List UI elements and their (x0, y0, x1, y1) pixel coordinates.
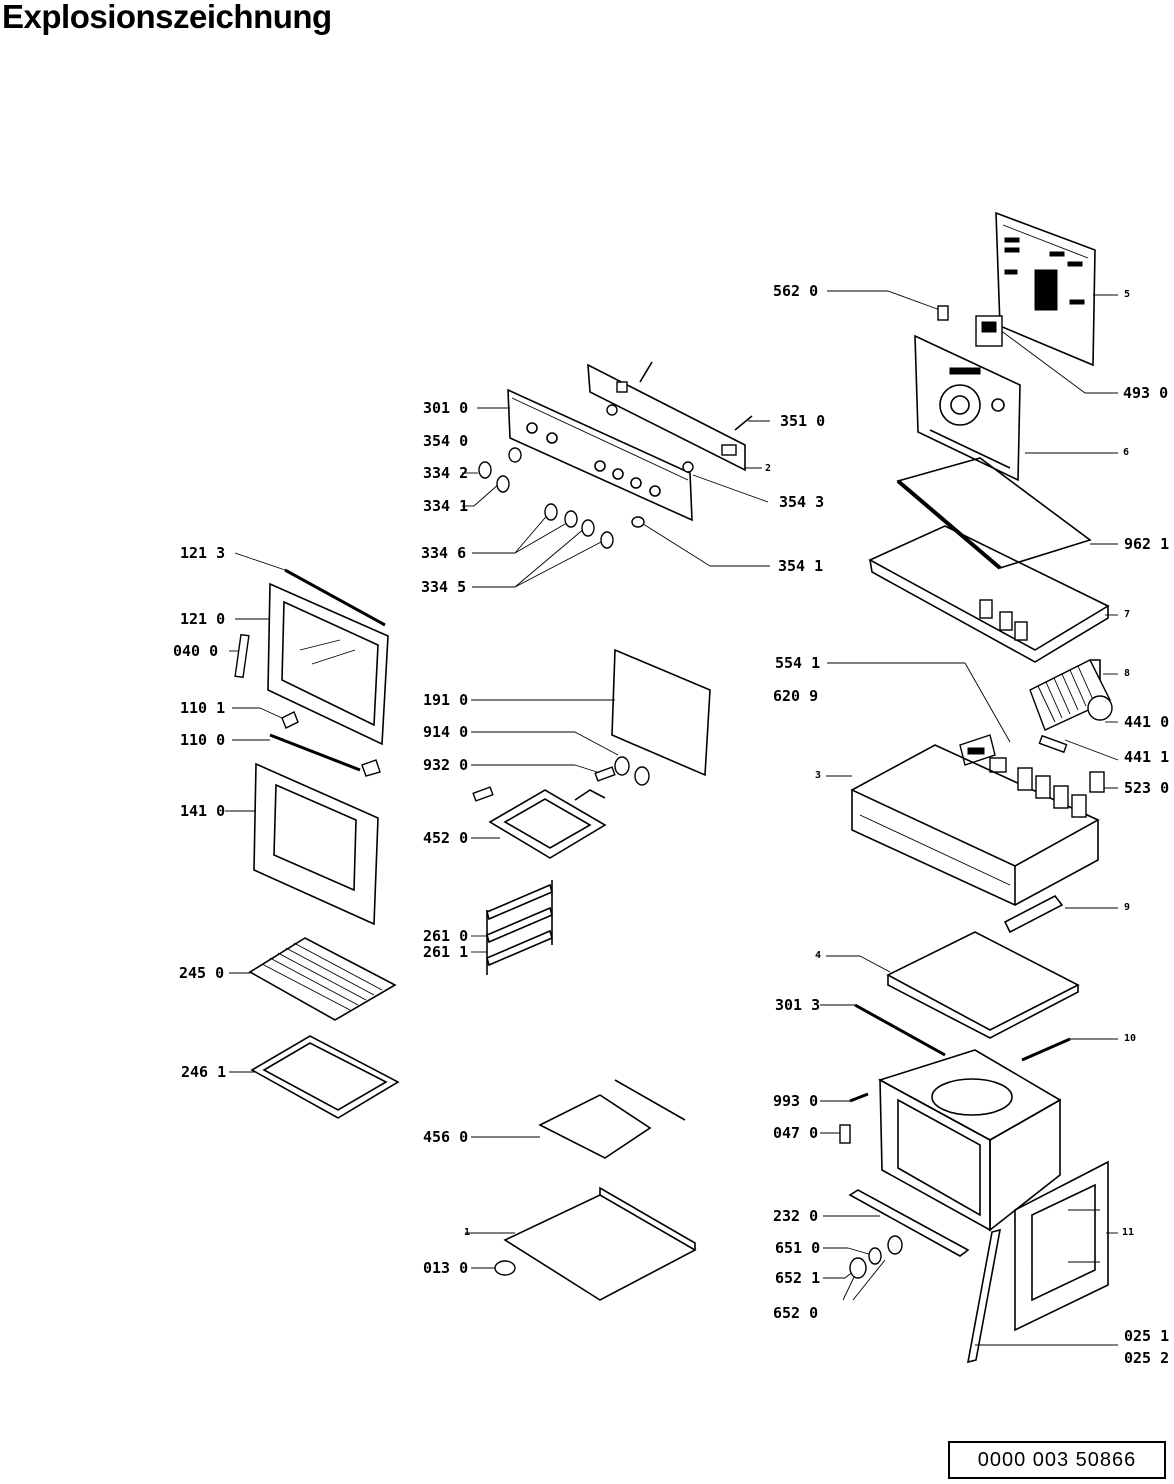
lamp-parts (472, 756, 650, 802)
side-panel (1014, 1160, 1109, 1332)
part-label: 993 0 (773, 1092, 819, 1110)
part-label: 261 1 (423, 943, 469, 961)
outer-door-glass (253, 762, 379, 926)
part-label: 523 0 (1124, 779, 1170, 797)
part-label: 013 0 (423, 1259, 469, 1277)
part-label: 354 0 (423, 432, 469, 450)
hinge-parts (269, 711, 381, 777)
document-number-box: 0000 003 50866 (948, 1441, 1166, 1479)
part-label: 1 (464, 1227, 471, 1238)
document-number: 0000 003 50866 (977, 1448, 1137, 1471)
part-label: 301 3 (775, 996, 821, 1014)
part-label: 334 6 (421, 544, 467, 562)
part-label: 452 0 (423, 829, 469, 847)
part-label: 652 0 (773, 1304, 819, 1322)
part-label: 025 1 (1124, 1327, 1170, 1345)
inner-door-frame (267, 582, 389, 746)
grill-heating-element (488, 789, 607, 859)
page-title: Explosionszeichnung (2, 0, 332, 35)
part-label: 962 1 (1124, 535, 1170, 553)
part-label: 554 1 (775, 654, 821, 672)
part-label: 10 (1124, 1033, 1137, 1044)
part-label: 121 0 (180, 610, 226, 628)
part-label: 245 0 (179, 964, 225, 982)
part-label: 11 (1122, 1227, 1135, 1238)
part-label: 620 9 (773, 687, 819, 705)
fan-mounting-plate (914, 334, 1021, 482)
control-housing-frame (850, 744, 1100, 906)
part-label: 6 (1123, 447, 1130, 458)
part-label: 334 2 (423, 464, 469, 482)
foot-part (494, 1260, 516, 1276)
part-label: 040 0 (173, 642, 219, 660)
door-handle (234, 633, 250, 679)
part-label: 191 0 (423, 691, 469, 709)
part-label: 2 (765, 463, 772, 474)
part-label: 047 0 (773, 1124, 819, 1142)
part-label: 493 0 (1123, 384, 1169, 402)
part-label: 141 0 (180, 802, 226, 820)
rear-cover-panel (995, 211, 1096, 367)
bottom-shelf-panel (886, 931, 1080, 1039)
bottom-plate (503, 1186, 697, 1301)
part-label: 334 5 (421, 578, 467, 596)
part-label: 652 1 (775, 1269, 821, 1287)
baking-tray (250, 1035, 400, 1119)
part-label: 5 (1124, 289, 1131, 300)
part-label: 301 0 (423, 399, 469, 417)
part-label: 932 0 (423, 756, 469, 774)
part-label: 246 1 (181, 1063, 227, 1081)
part-label: 110 1 (180, 699, 226, 717)
relay-block (975, 315, 1003, 347)
part-label: 110 0 (180, 731, 226, 749)
part-label: 441 0 (1124, 713, 1170, 731)
rotisserie-spit (538, 1079, 686, 1159)
hinge-block (839, 1124, 851, 1144)
top-cover (868, 525, 1110, 663)
part-label: 651 0 (775, 1239, 821, 1257)
part-label: 914 0 (423, 723, 469, 741)
thermostat-parts (849, 1235, 903, 1279)
part-label: 354 3 (779, 493, 825, 511)
part-label: 334 1 (423, 497, 469, 515)
part-label: 232 0 (773, 1207, 819, 1225)
front-bar (848, 1189, 970, 1257)
leader-lines (225, 290, 1119, 1346)
switch-assembly (959, 734, 1007, 773)
control-knobs (478, 404, 694, 549)
oven-cavity (877, 1049, 1062, 1232)
seal-strip (896, 457, 1092, 570)
part-label: 9 (1124, 902, 1131, 913)
control-module-board (587, 363, 746, 472)
top-bracket (1003, 894, 1064, 934)
side-rail (1021, 1037, 1071, 1062)
bracket-part (937, 305, 949, 321)
part-label: 441 1 (1124, 748, 1170, 766)
part-label: 354 1 (778, 557, 824, 575)
part-label: 261 0 (423, 927, 469, 945)
part-label: 4 (815, 950, 822, 961)
part-label: 8 (1124, 668, 1131, 679)
part-label: 351 0 (780, 412, 826, 430)
control-panel-fascia (507, 388, 693, 522)
part-label: 562 0 (773, 282, 819, 300)
door-seal-strip (284, 568, 386, 627)
fan-terminal (1038, 734, 1068, 754)
part-label: 456 0 (423, 1128, 469, 1146)
shaft-parts (639, 361, 753, 431)
guide-rail (854, 1003, 946, 1057)
part-label: 7 (1124, 609, 1131, 620)
wire-rack (248, 937, 397, 1021)
part-label: 025 2 (1124, 1349, 1170, 1367)
tangential-fan (1029, 659, 1113, 731)
screw-part (849, 1092, 869, 1103)
side-shelf-runners (486, 880, 553, 975)
inner-glass-pane (611, 648, 711, 777)
part-label: 3 (815, 770, 822, 781)
side-bar (966, 1228, 1002, 1364)
relay-bank (1017, 767, 1105, 818)
part-label: 121 3 (180, 544, 226, 562)
